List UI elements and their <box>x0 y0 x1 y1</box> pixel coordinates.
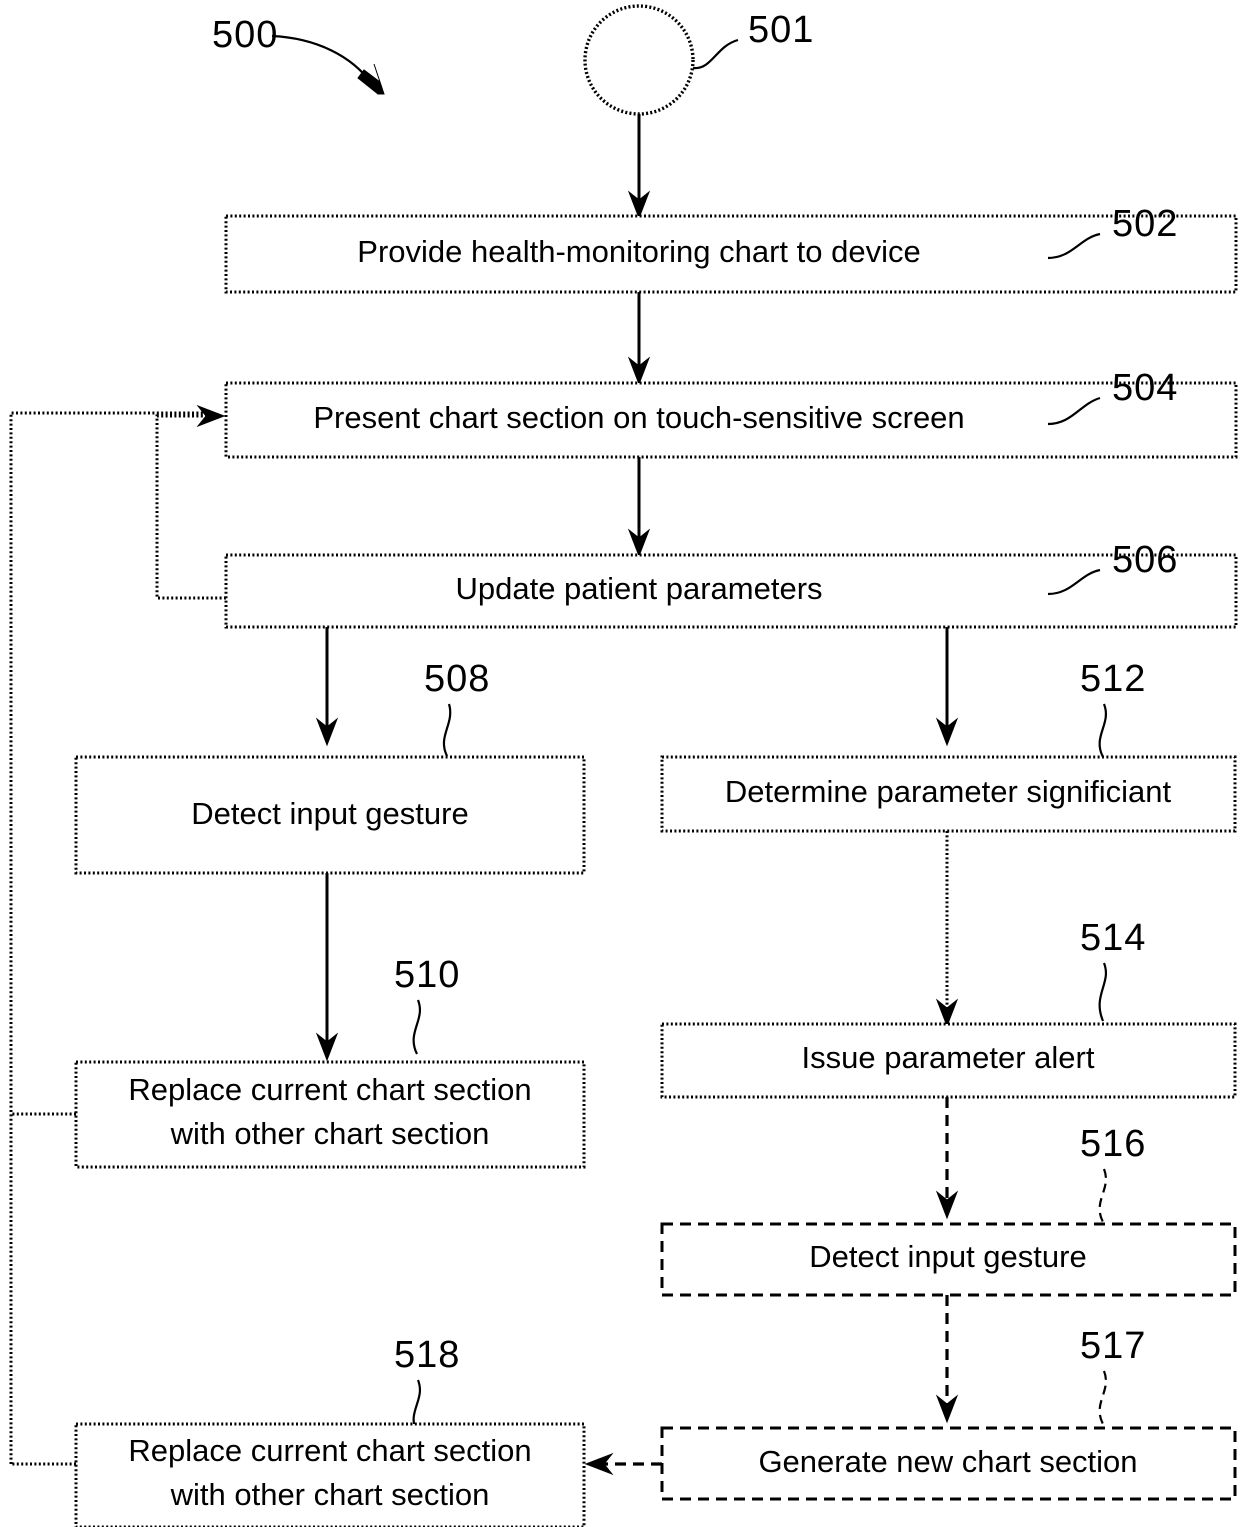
edge-506-feedback-arrowhead <box>196 404 226 428</box>
node-516-leader <box>1098 1168 1107 1223</box>
node-ref-504: 504 <box>1112 367 1178 409</box>
node-504-box[interactable] <box>224 381 1238 459</box>
node-ref-508: 508 <box>424 658 490 700</box>
edge-517-to-518-arrowhead <box>584 1452 614 1476</box>
edge-512-to-514-arrowhead <box>935 998 959 1028</box>
node-ref-502: 502 <box>1112 203 1178 245</box>
edge-506-to-512-arrowhead <box>935 717 959 747</box>
figure-ref-500: 500 <box>212 14 278 56</box>
edge-514-to-516-arrowhead <box>935 1190 959 1220</box>
node-516-label: Detect input gesture <box>809 1239 1086 1274</box>
node-502-leader <box>1047 232 1101 260</box>
node-514-label: Issue parameter alert <box>802 1040 1095 1075</box>
node-517-label: Generate new chart section <box>758 1444 1137 1479</box>
node-508-box[interactable] <box>74 755 586 875</box>
edge-504-to-506-arrowhead <box>627 528 651 558</box>
node-514-leader <box>1098 962 1107 1022</box>
node-504-label: Present chart section on touch-sensitive… <box>313 400 964 435</box>
edge-516-to-517-arrowhead <box>935 1394 959 1424</box>
node-508-leader <box>442 703 452 757</box>
left-feedback-rail <box>9 411 210 1464</box>
node-510-box[interactable] <box>74 1060 586 1169</box>
node-510-label-line2: with other chart section <box>170 1116 490 1151</box>
node-506-box[interactable] <box>224 553 1238 629</box>
node-ref-517: 517 <box>1080 1325 1146 1367</box>
node-501-leader <box>692 38 739 70</box>
node-ref-510: 510 <box>394 954 460 996</box>
figure-500-arrowhead <box>357 63 385 95</box>
edge-502-to-504-arrowhead <box>627 356 651 386</box>
edge-501-to-502-arrowhead <box>627 190 651 220</box>
node-510-leader <box>412 999 421 1055</box>
start-terminator-circle <box>583 4 695 116</box>
node-508-label: Detect input gesture <box>191 796 468 831</box>
node-ref-518: 518 <box>394 1334 460 1376</box>
node-506-leader <box>1047 568 1101 596</box>
edge-508-to-510-arrowhead <box>315 1032 339 1062</box>
node-514-box[interactable] <box>660 1022 1237 1099</box>
node-506-label: Update patient parameters <box>455 571 822 606</box>
node-504-leader <box>1047 396 1101 426</box>
node-518-label-line1: Replace current chart section <box>128 1433 531 1468</box>
node-512-label: Determine parameter significiant <box>725 774 1172 809</box>
node-502-label: Provide health-monitoring chart to devic… <box>357 234 920 269</box>
node-517-box[interactable] <box>660 1426 1237 1501</box>
node-ref-514: 514 <box>1080 917 1146 959</box>
node-512-leader <box>1098 703 1107 758</box>
node-ref-506: 506 <box>1112 539 1178 581</box>
node-518-label-line2: with other chart section <box>170 1477 490 1512</box>
node-ref-516: 516 <box>1080 1123 1146 1165</box>
node-517-leader <box>1098 1370 1107 1425</box>
figure-500-leader <box>271 34 373 85</box>
edge-506-to-508-arrowhead <box>315 717 339 747</box>
node-516-box[interactable] <box>660 1222 1237 1297</box>
edge-506-feedback-to-504 <box>155 414 226 600</box>
node-510-label-line1: Replace current chart section <box>128 1072 531 1107</box>
node-518-box[interactable] <box>74 1422 586 1527</box>
node-ref-512: 512 <box>1080 658 1146 700</box>
node-502-box[interactable] <box>224 214 1238 294</box>
node-ref-501: 501 <box>748 9 814 51</box>
